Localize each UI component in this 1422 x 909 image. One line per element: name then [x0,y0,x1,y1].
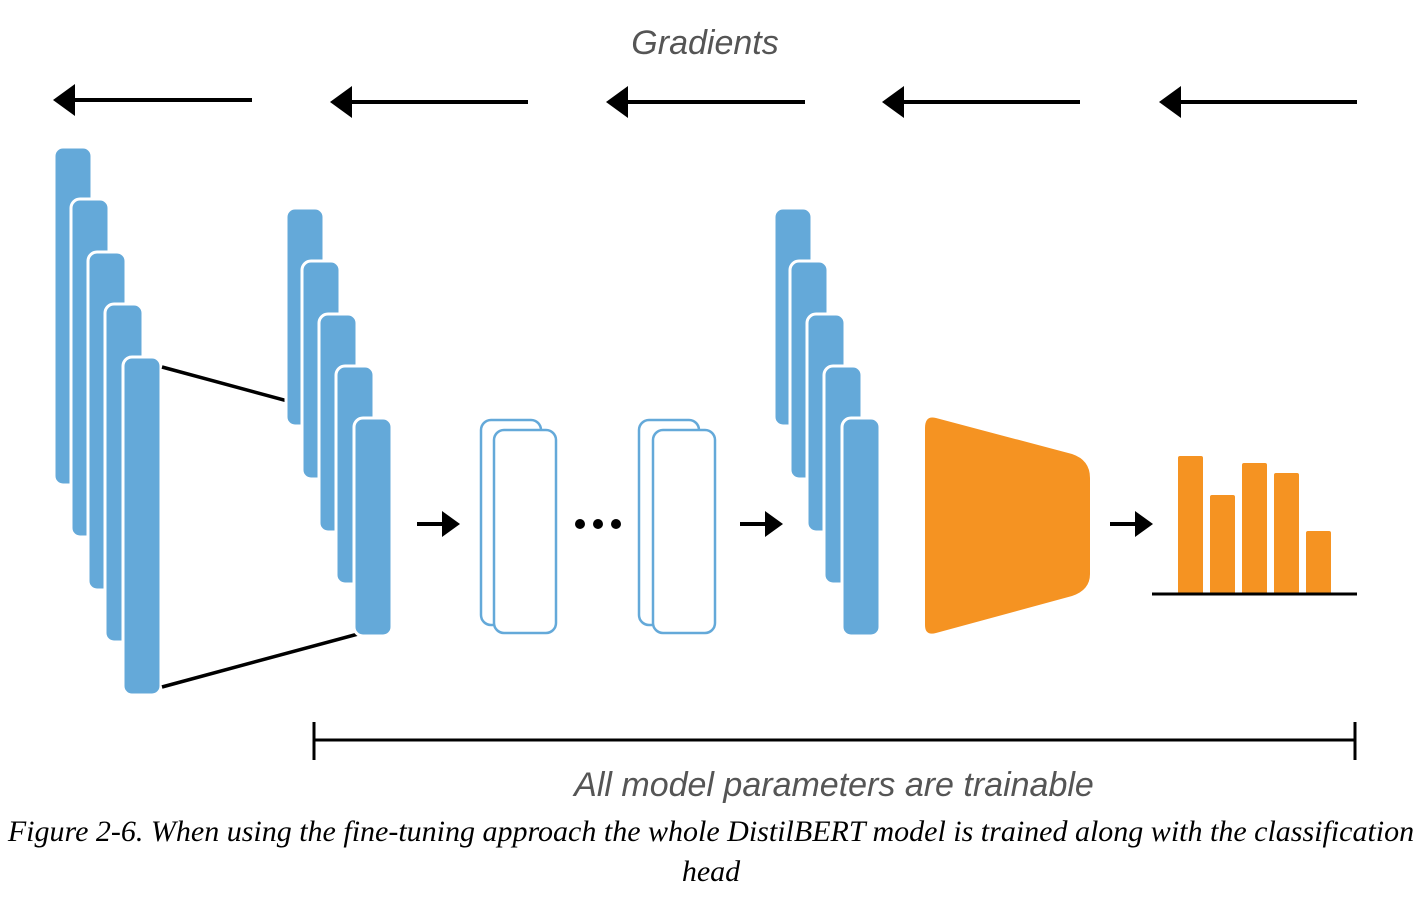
trainable-bracket [312,722,1357,760]
encoder-layer-last [637,418,717,635]
input-embedding-stack [52,145,163,697]
bar-chart-icon [1152,456,1357,596]
token-embedding-stack [284,206,394,638]
gradient-arrow-icon [606,86,805,118]
ellipsis-icon [575,519,621,529]
flow-arrow-icon [1110,511,1153,537]
gradients-label: Gradients [631,24,778,62]
gradient-arrow-icon [53,84,252,116]
flow-arrow-icon [417,511,460,537]
trainable-label: All model parameters are trainable [572,766,1094,804]
classification-head [925,417,1090,634]
encoder-layer-first [479,418,558,635]
gradient-arrows [53,84,1357,118]
gradient-arrow-icon [1159,86,1357,118]
gradient-arrow-icon [882,86,1080,118]
figure-caption: Figure 2-6. When using the fine-tuning a… [7,815,1415,888]
gradient-arrow-icon [330,86,528,118]
hidden-state-stack [772,206,882,638]
flow-arrow-icon [740,511,783,537]
